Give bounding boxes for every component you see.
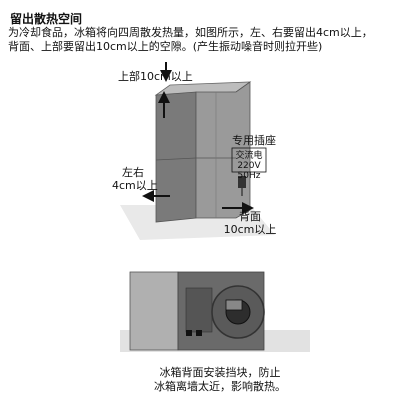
fridge-front-face <box>195 81 251 219</box>
outlet-spec: 交流电220V 50Hz <box>232 151 266 181</box>
side-gap-line-1: 左右 <box>122 166 144 179</box>
voltage-label: 交流电220V <box>235 151 263 171</box>
back-gap-line-2: 10cm以上 <box>223 223 277 236</box>
intro-paragraph: 为冷却食品，冰箱将向四周散发热量，如图所示，左、右要留出4cm以上， 背面、上部… <box>8 26 392 54</box>
side-gap-label: 左右 4cm以上 <box>112 166 158 192</box>
intro-line-2: 背面、上部要留出10cm以上的空隙。(产生振动噪音时则拉开些) <box>8 40 323 53</box>
top-gap-label: 上部10cm以上 <box>118 70 193 83</box>
fridge-side-split <box>155 157 197 161</box>
frequency-label: 50Hz <box>237 171 261 181</box>
section-heading: 留出散热空间 <box>10 12 83 26</box>
caption-line-2: 冰箱离墙太近，影响散热。 <box>154 380 286 393</box>
bottom-caption: 冰箱背面安装挡块，防止 冰箱离墙太近，影响散热。 <box>140 366 300 394</box>
rear-cabinet-left <box>129 271 179 351</box>
rear-connector-2 <box>196 330 202 336</box>
rear-vent-area <box>185 287 213 333</box>
side-gap-line-2: 4cm以上 <box>112 179 158 192</box>
rear-detail-illustration <box>120 271 310 352</box>
stopper-block <box>225 299 243 311</box>
dedicated-outlet-label: 专用插座 <box>232 134 276 147</box>
caption-line-1: 冰箱背面安装挡块，防止 <box>159 366 281 379</box>
fridge-illustration <box>154 81 252 223</box>
power-plug-icon <box>238 176 246 196</box>
fridge-side-face <box>155 91 197 223</box>
voltage-bracket <box>231 147 267 173</box>
intro-line-1: 为冷却食品，冰箱将向四周散发热量，如图所示，左、右要留出4cm以上， <box>8 26 373 39</box>
back-gap-line-1: 背面 <box>239 210 261 223</box>
back-gap-label: 背面 10cm以上 <box>222 210 278 236</box>
rear-connector-1 <box>186 330 192 336</box>
